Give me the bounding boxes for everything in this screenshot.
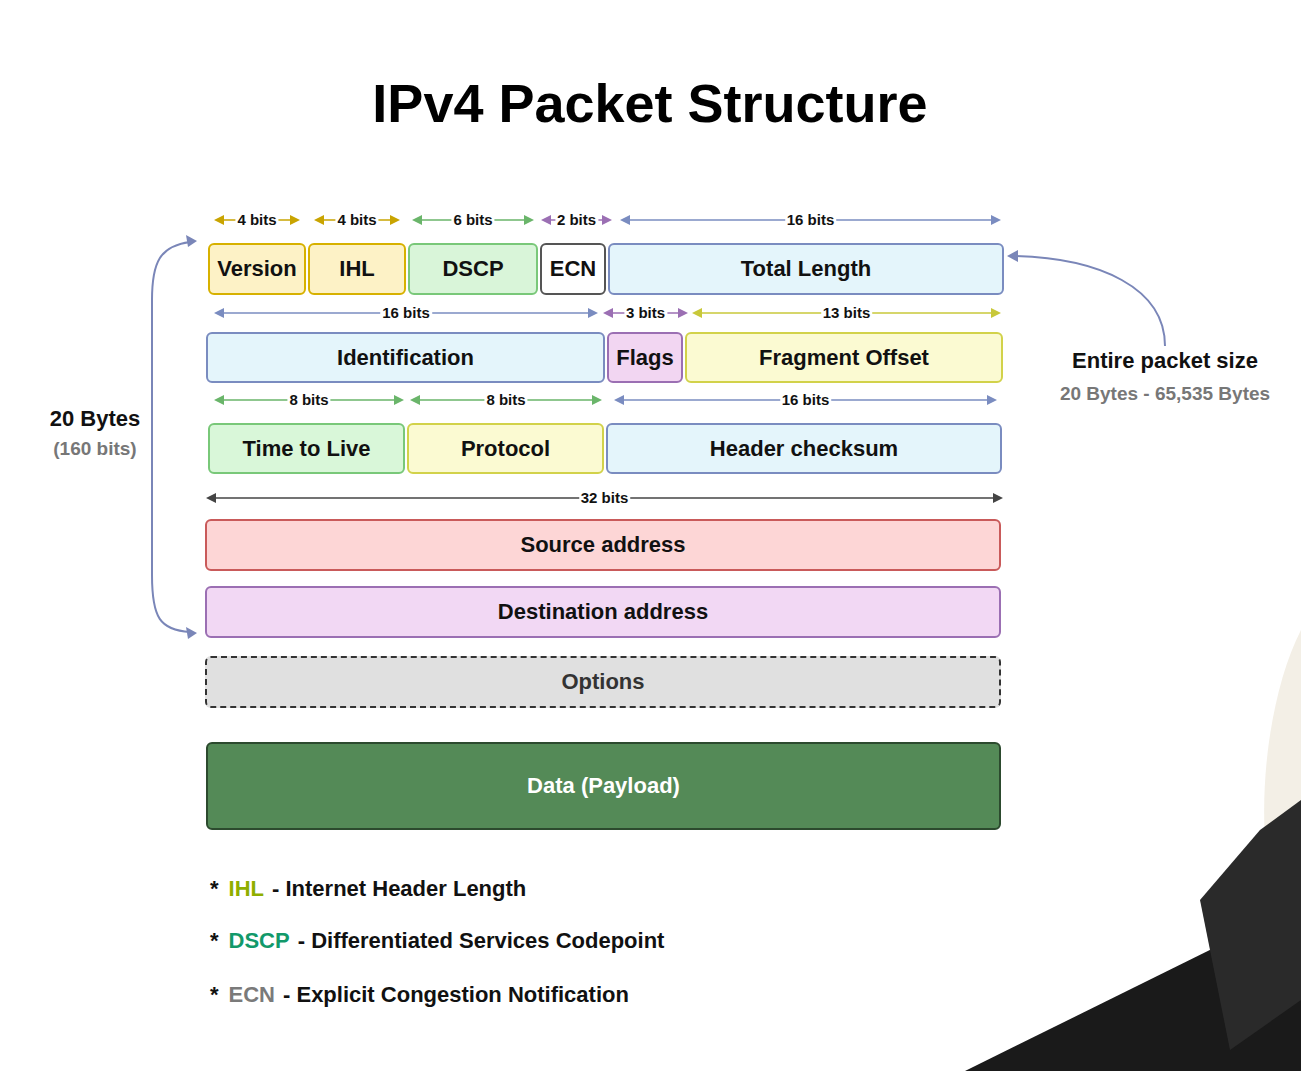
footnote: * ECN - Explicit Congestion Notification [210,982,637,1008]
flags-field: Flags [607,332,683,383]
checksum-field: Header checksum [606,423,1002,474]
ecn-field: ECN [540,243,606,295]
field-name: Flags [616,345,673,371]
bit-width: 8 bits [484,392,527,409]
total-length-field: Total Length [608,243,1004,295]
field-name: Data (Payload) [527,773,680,799]
arrowhead [410,395,420,405]
bit-width: 4 bits [235,212,278,229]
arrowhead [186,627,197,639]
field-name: DSCP [442,256,503,282]
bit-width: 16 bits [785,212,837,229]
size-range: 20 Bytes - 65,535 Bytes [1058,384,1272,405]
bit-width: 2 bits [555,212,598,229]
bit-width: 6 bits [451,212,494,229]
arrowhead [412,215,422,225]
bit-width: 4 bits [335,212,378,229]
presenter-silhouette [965,630,1301,1071]
arrowhead [678,308,688,318]
source-address-field: Source address [205,519,1001,571]
definition: - Explicit Congestion Notification [283,982,629,1008]
ihl-field: IHL [308,243,406,295]
arrowhead [206,493,216,503]
side-note: Entire packet size [1070,349,1260,373]
arrowhead [991,215,1001,225]
dscp-field: DSCP [408,243,538,295]
footnote-marker: * [210,982,219,1008]
footnote-marker: * [210,928,219,954]
definition: - Differentiated Services Codepoint [298,928,665,954]
arrowhead [524,215,534,225]
arrowhead [214,215,224,225]
version-field: Version [208,243,306,295]
arrowhead [588,308,598,318]
arrowhead [214,395,224,405]
field-name: Options [561,669,644,695]
options-field: Options [205,656,1001,708]
abbreviation: IHL [229,876,264,902]
arrowhead [602,215,612,225]
field-name: Version [217,256,296,282]
bit-width: 3 bits [624,305,667,322]
arrowhead [592,395,602,405]
arrowhead [614,395,624,405]
bit-width: 32 bits [579,490,631,507]
arrowhead [993,493,1003,503]
field-name: Identification [337,345,474,371]
bit-width: 16 bits [780,392,832,409]
header-size: 20 Bytes [48,407,143,431]
destination-address-field: Destination address [205,586,1001,638]
field-name: Source address [520,532,685,558]
arrowhead [603,308,613,318]
field-name: Destination address [498,599,708,625]
header-size-bits: (160 bits) [51,439,138,460]
fragment-offset-field: Fragment Offset [685,332,1003,383]
arrowhead [314,215,324,225]
arrowhead [692,308,702,318]
abbreviation: DSCP [229,928,290,954]
identification-field: Identification [206,332,605,383]
field-name: Header checksum [710,436,898,462]
protocol-field: Protocol [407,423,604,474]
field-name: Protocol [461,436,550,462]
field-name: ECN [550,256,596,282]
bit-width: 8 bits [287,392,330,409]
arrowhead [394,395,404,405]
arrowhead [1007,250,1018,262]
bit-width: 13 bits [821,305,873,322]
bit-width: 16 bits [380,305,432,322]
arrowhead [290,215,300,225]
arrowhead [987,395,997,405]
ttl-field: Time to Live [208,423,405,474]
arrowhead [991,308,1001,318]
arrowhead [541,215,551,225]
field-name: Time to Live [243,436,371,462]
footnote: * IHL - Internet Header Length [210,876,534,902]
definition: - Internet Header Length [272,876,526,902]
footnote: * DSCP - Differentiated Services Codepoint [210,928,672,954]
header-bracket [152,242,190,632]
arrowhead [186,235,197,247]
footnote-marker: * [210,876,219,902]
arrowhead [390,215,400,225]
arrowhead [620,215,630,225]
leader-line [1014,256,1165,346]
field-name: IHL [339,256,374,282]
arrowhead [214,308,224,318]
field-name: Total Length [741,256,871,282]
abbreviation: ECN [229,982,275,1008]
payload-box: Data (Payload) [206,742,1001,830]
field-name: Fragment Offset [759,345,929,371]
title: IPv4 Packet Structure [372,72,927,134]
